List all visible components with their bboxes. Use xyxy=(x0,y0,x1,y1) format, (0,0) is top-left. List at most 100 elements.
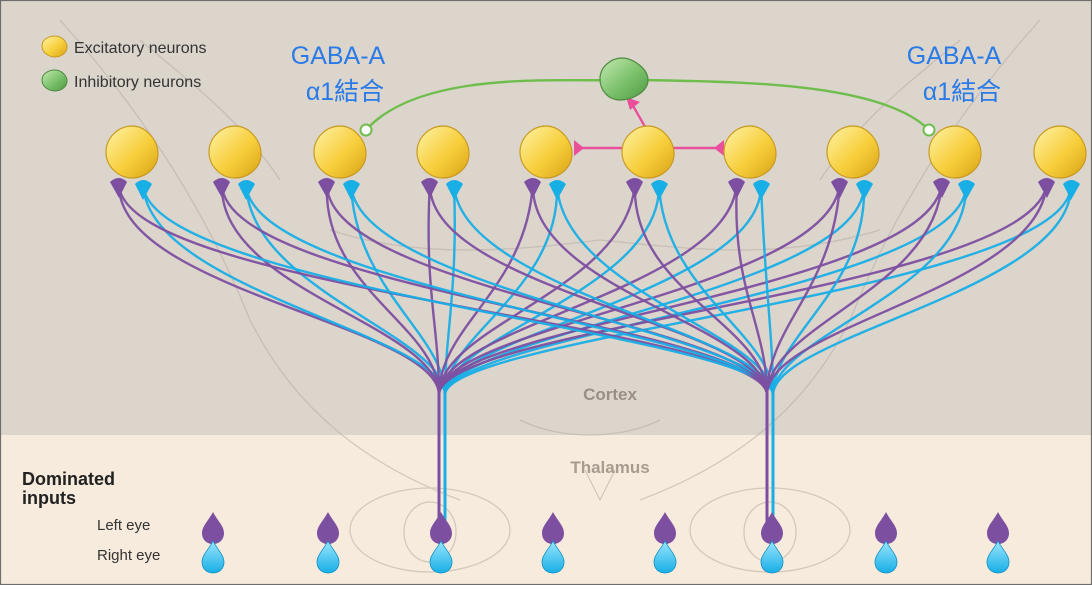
right-eye-synapse-4 xyxy=(549,180,566,200)
gaba-right-line1: GABA-A xyxy=(907,42,1002,70)
gaba-left-line1: GABA-A xyxy=(291,42,386,70)
axon-left-eye-right-bundle-9 xyxy=(765,181,1049,396)
axon-right-eye-right-bundle-8 xyxy=(771,183,968,396)
excitatory-neuron-8 xyxy=(826,125,880,179)
axon-left-eye-left-bundle-2 xyxy=(325,181,441,396)
axon-left-eye-left-bundle-9 xyxy=(437,181,1049,396)
right-eye-synapse-3 xyxy=(446,180,463,200)
left-eye-input-4 xyxy=(542,512,564,544)
left-eye-synapse-3 xyxy=(421,178,438,198)
right-eye-input-5 xyxy=(653,540,677,574)
right-eye-synapse-1 xyxy=(238,180,255,200)
left-eye-synapse-0 xyxy=(110,178,127,198)
excitatory-neuron-3 xyxy=(313,125,367,179)
excitatory-neuron-row xyxy=(105,125,1087,179)
right-eye-input-8 xyxy=(986,540,1010,574)
axon-left-eye-right-bundle-8 xyxy=(765,181,944,396)
pink-terminal-left xyxy=(574,140,584,156)
legend-inhibitory-icon xyxy=(41,69,68,92)
inhibitory-terminal-left xyxy=(359,123,373,137)
excitatory-neuron-4 xyxy=(416,125,470,179)
cortex-label: Cortex xyxy=(583,385,637,404)
axon-left-eye-left-bundle-1 xyxy=(220,181,441,396)
eye-input-row xyxy=(201,512,1010,574)
right-eye-input-2 xyxy=(316,540,340,574)
axon-left-eye-left-bundle-8 xyxy=(437,181,944,396)
right-eye-input-3 xyxy=(429,540,453,574)
dominated-inputs-title-line1: Dominated xyxy=(22,469,115,489)
axon-right-eye-left-bundle-8 xyxy=(443,183,968,396)
axon-right-eye-right-bundle-1 xyxy=(244,183,775,396)
left-eye-input-6 xyxy=(761,512,783,544)
left-eye-synapse-1 xyxy=(213,178,230,198)
axon-right-eye-right-bundle-0 xyxy=(141,183,775,396)
excitatory-neuron-7 xyxy=(723,125,777,179)
pink-terminal-right xyxy=(714,140,724,156)
dominated-inputs-title-line2: inputs xyxy=(22,488,76,508)
axon-right-eye-left-bundle-9 xyxy=(443,183,1073,396)
axon-left-eye-left-bundle-5 xyxy=(437,181,637,396)
left-eye-synapse-5 xyxy=(626,178,643,198)
excitatory-neuron-10 xyxy=(1033,125,1087,179)
left-eye-input-2 xyxy=(317,512,339,544)
excitatory-neuron-1 xyxy=(105,125,159,179)
axon-left-eye-right-bundle-5 xyxy=(633,181,769,396)
axon-right-eye-left-bundle-2 xyxy=(349,183,447,396)
thalamocortical-axons xyxy=(110,178,1080,540)
right-eye-synapse-5 xyxy=(651,180,668,200)
left-eye-input-3 xyxy=(430,512,452,544)
excitatory-neuron-6 xyxy=(621,125,675,179)
thalamus-label: Thalamus xyxy=(570,458,649,477)
inhibitory-neuron xyxy=(599,57,649,101)
right-eye-synapse-0 xyxy=(135,180,152,200)
pink-terminal-up xyxy=(626,97,640,110)
right-eye-input-7 xyxy=(874,540,898,574)
right-eye-input-1 xyxy=(201,540,225,574)
left-eye-synapse-9 xyxy=(1038,178,1055,198)
right-eye-synapse-2 xyxy=(343,180,360,200)
axon-left-eye-right-bundle-3 xyxy=(428,181,769,396)
axon-right-eye-right-bundle-5 xyxy=(657,183,775,396)
right-eye-synapse-9 xyxy=(1063,180,1080,200)
excitatory-neuron-5 xyxy=(519,125,573,179)
left-eye-synapse-7 xyxy=(831,178,848,198)
cortex-region xyxy=(0,0,1092,435)
left-eye-label: Left eye xyxy=(97,517,150,534)
left-eye-synapse-4 xyxy=(524,178,541,198)
right-eye-input-4 xyxy=(541,540,565,574)
axon-left-eye-left-bundle-3 xyxy=(427,181,441,396)
right-eye-synapse-8 xyxy=(958,180,975,200)
left-eye-synapse-8 xyxy=(933,178,950,198)
left-eye-synapse-6 xyxy=(728,178,745,198)
inhibitory-link-right xyxy=(644,78,930,131)
right-eye-synapse-7 xyxy=(856,180,873,200)
legend-excitatory-icon xyxy=(41,35,68,58)
legend-inhibitory-label: Inhibitory neurons xyxy=(74,74,201,91)
axon-left-eye-right-bundle-6 xyxy=(735,181,769,396)
axon-left-eye-left-bundle-6 xyxy=(437,181,739,396)
gaba-right-line2: α1結合 xyxy=(923,78,1001,106)
left-eye-input-5 xyxy=(654,512,676,544)
axon-left-eye-right-bundle-4 xyxy=(531,181,769,396)
excitatory-neuron-9 xyxy=(928,125,982,179)
axon-left-eye-left-bundle-7 xyxy=(437,181,842,396)
legend: Excitatory neurons Inhibitory neurons xyxy=(41,35,207,92)
axon-left-eye-right-bundle-7 xyxy=(765,181,842,396)
excitatory-neuron-2 xyxy=(208,125,262,179)
axon-left-eye-left-bundle-4 xyxy=(437,181,535,396)
right-eye-synapse-6 xyxy=(753,180,770,200)
inhibitory-terminal-right xyxy=(922,123,936,137)
axon-right-eye-right-bundle-2 xyxy=(349,183,775,396)
axon-left-eye-left-bundle-0 xyxy=(117,181,441,396)
gaba-left-line2: α1結合 xyxy=(306,78,384,106)
inhibitory-link-left xyxy=(365,78,606,131)
right-eye-input-6 xyxy=(760,540,784,574)
legend-excitatory-label: Excitatory neurons xyxy=(74,40,207,57)
right-eye-label: Right eye xyxy=(97,547,160,564)
left-eye-synapse-2 xyxy=(318,178,335,198)
left-eye-input-7 xyxy=(875,512,897,544)
left-eye-input-8 xyxy=(987,512,1009,544)
axon-right-eye-right-bundle-9 xyxy=(771,183,1073,396)
